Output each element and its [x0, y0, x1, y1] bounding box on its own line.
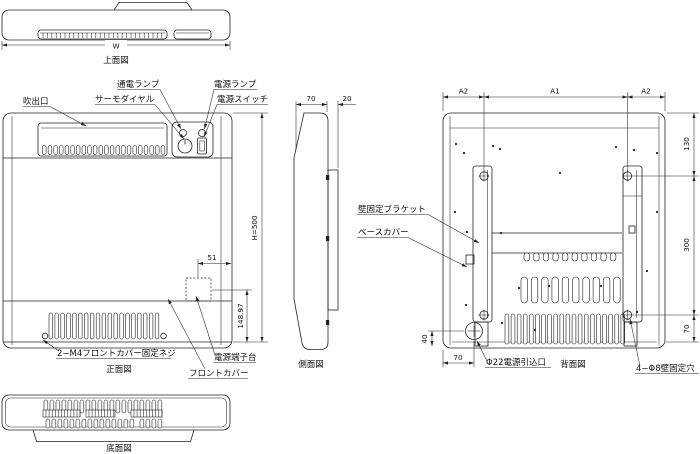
- dim-a2-left: A2: [459, 87, 469, 96]
- hook-mark: [326, 236, 330, 241]
- dim-terminal-height: 148.97: [236, 303, 245, 328]
- dim-inlet-y: 40: [420, 334, 429, 344]
- back-view-label: 背面図: [560, 359, 586, 370]
- air-outlet-recess: [37, 122, 168, 157]
- top-vent-ticks: [42, 33, 163, 38]
- callout-air-outlet: 吹出口: [23, 96, 49, 107]
- callout-base-cover: ベースカバー: [358, 228, 409, 238]
- dim-terminal-offset: 51: [207, 253, 216, 262]
- bottom-vent-rowB2: [139, 418, 163, 429]
- callout-power-switch: 電源スイッチ: [217, 95, 268, 105]
- top-view: W 上面図: [1, 2, 231, 66]
- dim-bracket-top: 130: [682, 137, 691, 151]
- side-view: 70 20 側面図: [293, 94, 356, 370]
- front-bottom-slots: [48, 312, 160, 340]
- thermo-dial-icon[interactable]: [177, 138, 193, 154]
- callout-wall-fixing-holes: 4−Φ8壁固定穴: [636, 363, 695, 374]
- hook-mark: [326, 175, 330, 180]
- bottom-body-outline: [1, 394, 231, 431]
- callout-power-on-lamp: 通電ランプ: [117, 79, 160, 90]
- side-view-label: 側面図: [298, 359, 324, 370]
- power-on-lamp-icon: [179, 129, 187, 137]
- callout-wall-bracket: 壁固定ブラケット: [358, 204, 426, 215]
- bottom-view-label: 底面図: [106, 443, 132, 454]
- front-view-label: 正面図: [106, 365, 132, 375]
- weld-dots: [453, 142, 659, 332]
- back-body-outline: [442, 112, 666, 349]
- callout-terminal-block: 電源端子台: [214, 352, 257, 363]
- back-view: A2 A1 A2 130 300 70 40 70 壁固定ブラケット ベースカバ…: [357, 87, 699, 374]
- bottom-vent-rowB: [45, 418, 135, 429]
- front-cover-screw-right-icon: [160, 332, 167, 340]
- control-panel: [171, 121, 214, 158]
- handle-outline: [113, 2, 193, 11]
- top-view-label: 上面図: [103, 56, 129, 66]
- hook-mark: [326, 320, 330, 325]
- back-vent-row2: [520, 276, 621, 304]
- front-view: 51 148.97 H=500 吹出口 通電ランプ 電源ランプ サーモダイヤル …: [2, 79, 268, 379]
- power-inlet-hole: [465, 322, 483, 340]
- callout-front-cover-screws: 2−M4フロントカバー固定ネジ: [57, 348, 176, 359]
- air-outlet-slots: [42, 145, 166, 155]
- side-bracket: [327, 169, 339, 311]
- back-vent-row3: [504, 313, 626, 345]
- dim-wall-gap: 20: [342, 94, 352, 103]
- bottom-view: 底面図: [1, 394, 231, 454]
- callout-power-inlet: Φ22電源引込口: [486, 357, 546, 368]
- back-vent-row1: [523, 252, 617, 262]
- top-body-outline: [1, 9, 231, 41]
- side-body-outline: [293, 112, 329, 350]
- top-vent-strip: [37, 29, 168, 40]
- terminal-block-hidden: [185, 277, 212, 302]
- dim-width: W: [112, 42, 119, 51]
- dim-bracket-bottom: 70: [682, 324, 691, 334]
- front-cover-screw-left-icon: [41, 332, 49, 340]
- base-cover-left: [474, 321, 489, 347]
- power-switch-icon[interactable]: [197, 137, 207, 155]
- front-body-outline: [2, 112, 233, 349]
- bottom-combs: [42, 409, 163, 418]
- dim-bracket-span: 300: [682, 238, 691, 252]
- dim-depth: 70: [306, 94, 316, 103]
- base-stand: [32, 429, 195, 442]
- callout-power-lamp: 電源ランプ: [214, 80, 257, 90]
- callout-thermo-dial: サーモダイヤル: [95, 94, 155, 105]
- dim-a1: A1: [550, 87, 560, 96]
- callout-front-cover: フロントカバー: [189, 369, 249, 379]
- dim-height: H=500: [250, 215, 259, 241]
- wall-bracket-left: [465, 165, 493, 347]
- dim-inlet-x: 70: [453, 353, 463, 362]
- top-vent-strip-small: [173, 29, 212, 40]
- dim-a2-right: A2: [641, 87, 651, 96]
